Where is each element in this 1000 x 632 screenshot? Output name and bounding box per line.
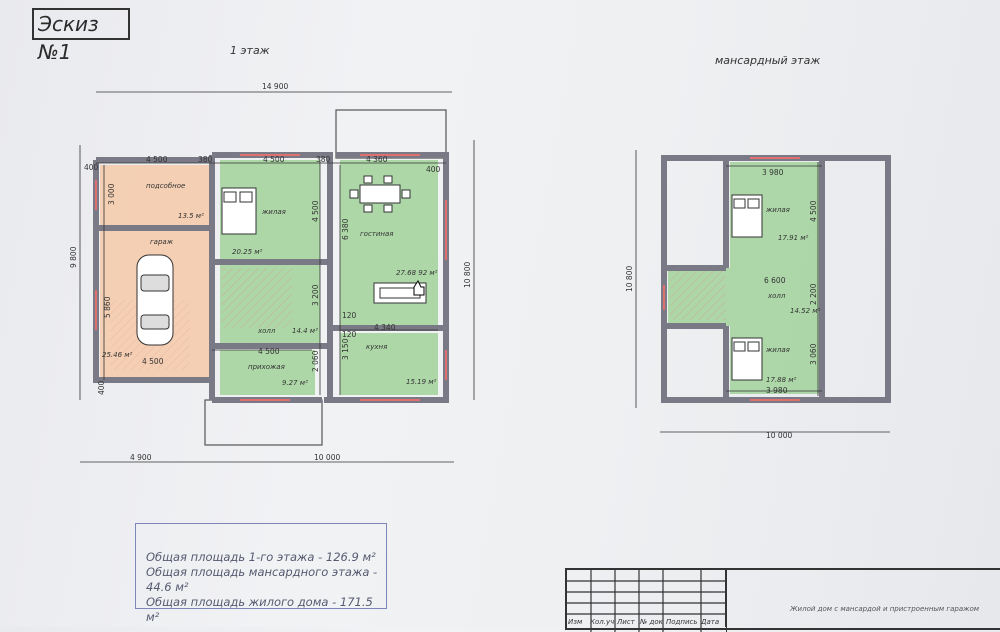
attic-bed2-area: 17.88 м²: [766, 376, 797, 384]
attic-bed2-icon: [731, 337, 763, 381]
attic-dim-v2200: 2 200: [809, 283, 818, 305]
stamp-col-sign: Подпись: [666, 618, 698, 626]
dim-left-400b: 400: [97, 380, 106, 395]
living-area: 27.68 92 м²: [396, 269, 438, 277]
entry-area: 9.27 м²: [282, 379, 308, 387]
entry-room: [220, 350, 315, 395]
stamp-col-izm: Изм: [568, 618, 583, 626]
dim-hall-4500: 4 500: [258, 347, 280, 356]
dim-left-9800: 9 800: [69, 246, 78, 268]
floor1-title: 1 этаж: [230, 44, 270, 57]
attic-dim-hall: 6 600: [764, 276, 786, 285]
sketch-title: Эскиз №1: [32, 8, 130, 64]
dim-bottom-left: 4 900: [130, 453, 152, 462]
window-marks: [95, 154, 447, 401]
stamp-col-dok: № док: [640, 618, 663, 626]
dim-top-total: 14 900: [262, 82, 288, 91]
attic-plan: 3 980 10 800 4 500 6 600 2 200 3 060 3 9…: [625, 150, 891, 440]
attic-hall-name: холл: [767, 292, 786, 300]
attic-hall-area: 14.52 м²: [790, 307, 821, 315]
stamp-project-title: Жилой дом с мансардой и пристроенным гар…: [790, 605, 980, 613]
attic-dim-top: 3 980: [762, 168, 784, 177]
dim-top-mid: 4 500: [263, 155, 285, 164]
dim-right-6380: 6 380: [341, 218, 350, 240]
dim-left-3000: 3 000: [107, 183, 116, 205]
dim-right-120b: 120: [342, 330, 357, 339]
attic-dim-total: 10 000: [766, 431, 792, 440]
dim-left-5860: 5 860: [103, 296, 112, 318]
attic-dim-v4500: 4 500: [809, 200, 818, 222]
attic-dim-bottom: 3 980: [766, 386, 788, 395]
dim-right-120a: 120: [342, 311, 357, 320]
sofa-icon: [373, 282, 427, 304]
attic-bed2-name: жилая: [765, 346, 790, 354]
utility-area: 13.5 м²: [178, 212, 204, 220]
bedroom-area: 20.25 м²: [232, 248, 263, 256]
garage-area: 25.46 м²: [102, 351, 133, 359]
attic-bed1-name: жилая: [765, 206, 790, 214]
attic-bed-icon: [731, 194, 763, 238]
dim-mid-3200: 3 200: [311, 284, 320, 306]
stamp-col-date: Дата: [701, 618, 720, 626]
floor1-dim-lines: [79, 91, 475, 463]
stamp-grid: [567, 570, 727, 632]
area-floor1: Общая площадь 1-го этажа - 126.9 м²: [146, 550, 376, 564]
attic-windows: [663, 157, 800, 401]
dim-bottom-garage: 4 500: [142, 357, 164, 366]
porch-outline: [204, 399, 323, 446]
attic-bed1-area: 17.91 м²: [778, 234, 809, 242]
car-icon: [136, 254, 174, 346]
attic-dim-lines: [635, 150, 890, 433]
dim-right-3150: 3 150: [341, 338, 350, 360]
bedroom-name: жилая: [261, 208, 286, 216]
dim-top-380b: 380: [316, 155, 331, 164]
stamp-col-koluch: Кол.уч: [590, 618, 615, 626]
kitchen-room: [340, 333, 438, 395]
dim-bottom-right: 10 000: [314, 453, 340, 462]
dim-top-left: 4 500: [146, 155, 168, 164]
stamp-divider: [725, 568, 727, 627]
hall-area: 14.4 м²: [292, 327, 318, 335]
dim-right-4340: 4 340: [374, 323, 396, 332]
attic-dim-v3060: 3 060: [809, 343, 818, 365]
area-total: Общая площадь жилого дома - 171.5 м²: [146, 595, 373, 624]
dim-left-400: 400: [84, 163, 99, 172]
attic-title: мансардный этаж: [715, 54, 821, 67]
hall-name: холл: [257, 327, 276, 335]
living-name: гостиная: [360, 230, 394, 238]
dim-mid-4500v: 4 500: [311, 200, 320, 222]
entry-name: прихожая: [248, 363, 285, 371]
terrace-outline: [335, 109, 447, 159]
area-summary-box: Общая площадь 1-го этажа - 126.9 м² Обща…: [135, 523, 387, 624]
stamp-col-list: Лист: [617, 618, 635, 626]
kitchen-area: 15.19 м²: [406, 378, 437, 386]
dining-table-icon: [349, 175, 411, 213]
dim-top-right: 4 360: [366, 155, 388, 164]
stairs-hatch: [222, 268, 292, 328]
area-attic: Общая площадь мансардного этажа - 44.6 м…: [146, 565, 378, 594]
utility-room: [100, 165, 212, 227]
dim-top-380a: 380: [198, 155, 213, 164]
dim-top-400r: 400: [426, 165, 441, 174]
floor1-plan: 14 900 4 500 380 4 500 380 4 360 400 400…: [69, 82, 475, 463]
attic-stairs: [670, 270, 726, 320]
garage-name: гараж: [150, 238, 174, 246]
dim-mid-2060: 2 060: [311, 350, 320, 372]
attic-dim-left-total: 10 800: [625, 266, 634, 292]
kitchen-name: кухня: [366, 343, 387, 351]
bed-icon: [221, 187, 257, 235]
hand-cursor-icon: [413, 280, 425, 296]
utility-name: подсобное: [146, 182, 185, 190]
dim-right-total: 10 800: [463, 262, 472, 288]
